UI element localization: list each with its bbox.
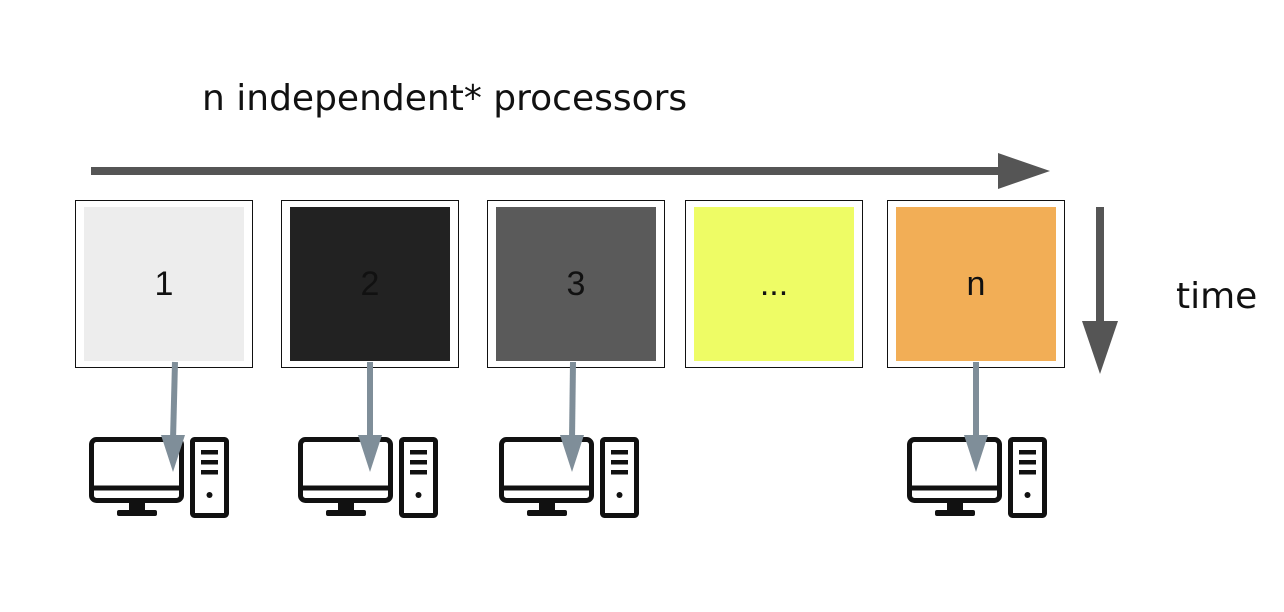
diagram-title: n independent* processors (202, 78, 688, 119)
horizontal-axis-arrow (91, 153, 1050, 189)
assign-arrow-3 (560, 361, 584, 472)
time-axis-arrow (1082, 207, 1118, 374)
processor-block-fill: 3 (496, 207, 656, 361)
processor-block-2: 2 (281, 200, 459, 368)
time-axis-label: time (1176, 276, 1258, 317)
computer-icon (92, 440, 227, 517)
processor-block-n: n (887, 200, 1065, 368)
computer-icon (301, 440, 436, 517)
computer-icon (910, 440, 1045, 517)
processor-block-ellipsis: ... (685, 200, 863, 368)
processor-block-3: 3 (487, 200, 665, 368)
processor-label: 1 (154, 264, 174, 303)
processor-label: 3 (566, 264, 586, 303)
processor-label: n (966, 264, 986, 303)
assign-arrow-n (964, 362, 988, 472)
processor-label: 2 (360, 264, 380, 303)
processor-label: ... (759, 264, 789, 303)
processor-block-fill: 2 (290, 207, 450, 361)
processor-block-1: 1 (75, 200, 253, 368)
assign-arrow-2 (358, 362, 382, 472)
processor-block-fill: n (896, 207, 1056, 361)
assign-arrow-1 (161, 361, 185, 472)
processor-block-fill: 1 (84, 207, 244, 361)
computer-icon (502, 440, 637, 517)
processor-block-fill: ... (694, 207, 854, 361)
